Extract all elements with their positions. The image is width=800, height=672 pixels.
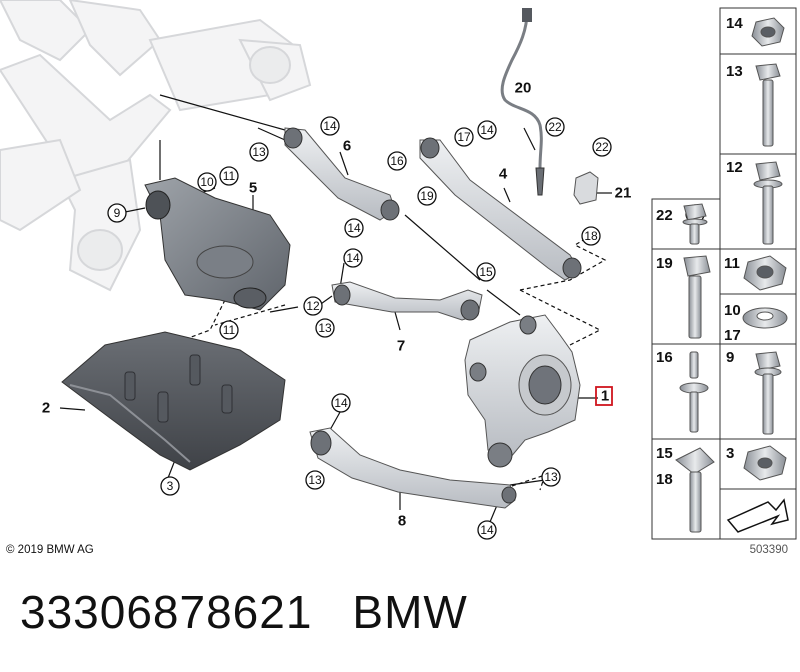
callout-13b: 13 (318, 321, 332, 335)
highlight-box (595, 386, 613, 406)
callout-13d: 13 (544, 470, 558, 484)
wishbone-arm (144, 177, 291, 311)
callout-1: 1 (601, 388, 609, 405)
wheel-carrier (464, 314, 581, 468)
legend-15: 15 (656, 445, 673, 462)
callout-14b: 14 (480, 123, 494, 137)
legend-12: 12 (726, 159, 743, 176)
callout-9: 9 (114, 206, 121, 220)
legend-17: 17 (724, 327, 741, 344)
part-number: 33306878621 (20, 586, 313, 638)
callout-22a: 22 (548, 120, 562, 134)
callout-6: 6 (343, 138, 351, 155)
underbody-shield (61, 331, 286, 471)
brand-name: BMW (352, 586, 468, 638)
control-arm-6 (283, 127, 400, 221)
callout-3: 3 (167, 479, 174, 493)
callout-15: 15 (479, 265, 493, 279)
callout-13a: 13 (252, 145, 266, 159)
speed-sensor-cable (500, 8, 545, 196)
callout-14e: 14 (334, 396, 348, 410)
dashed-lines (169, 235, 607, 491)
subframe-illustration (0, 0, 312, 292)
callout-2: 2 (42, 400, 50, 417)
callout-12: 12 (306, 299, 320, 313)
callout-8: 8 (398, 513, 406, 530)
legend-3: 3 (726, 445, 734, 462)
control-arm-7 (331, 281, 483, 321)
legend-18: 18 (656, 471, 673, 488)
callout-22b: 22 (595, 140, 609, 154)
legend-22: 22 (656, 207, 673, 224)
legend-14: 14 (726, 15, 743, 32)
diagram-number: 503390 (750, 544, 788, 556)
sensor-clip (573, 171, 599, 205)
callout-4: 4 (499, 166, 508, 183)
callout-17: 17 (457, 130, 471, 144)
callout-16: 16 (390, 154, 404, 168)
callout-18: 18 (584, 229, 598, 243)
parts-diagram: 1 2 3 4 5 6 7 8 9 10 11 11 12 13 13 13 1… (0, 0, 797, 556)
callout-14f: 14 (480, 523, 494, 537)
copyright-text: © 2019 BMW AG (6, 544, 94, 556)
hardware-legend: 14 13 12 22 19 11 10 17 16 9 15 18 3 (651, 7, 797, 540)
legend-13: 13 (726, 63, 743, 80)
callout-21: 21 (615, 185, 632, 202)
callout-11b: 11 (223, 323, 236, 337)
legend-10: 10 (724, 302, 741, 319)
callout-14c: 14 (347, 221, 361, 235)
legend-11: 11 (724, 255, 740, 272)
callout-13c: 13 (308, 473, 322, 487)
callout-11a: 11 (223, 169, 236, 183)
control-arm-4 (419, 137, 582, 281)
callout-10: 10 (200, 175, 214, 189)
callout-14a: 14 (323, 119, 337, 133)
legend-16: 16 (656, 349, 673, 366)
callout-20: 20 (515, 80, 532, 97)
legend-9: 9 (726, 349, 734, 366)
direction-arrow-icon (726, 498, 789, 533)
legend-19: 19 (656, 255, 673, 272)
callout-5: 5 (249, 180, 257, 197)
control-arm-8 (309, 427, 517, 509)
callout-14d: 14 (346, 251, 360, 265)
callout-19: 19 (420, 189, 434, 203)
footer: 33306878621 BMW (20, 585, 508, 639)
callout-7: 7 (397, 338, 405, 355)
